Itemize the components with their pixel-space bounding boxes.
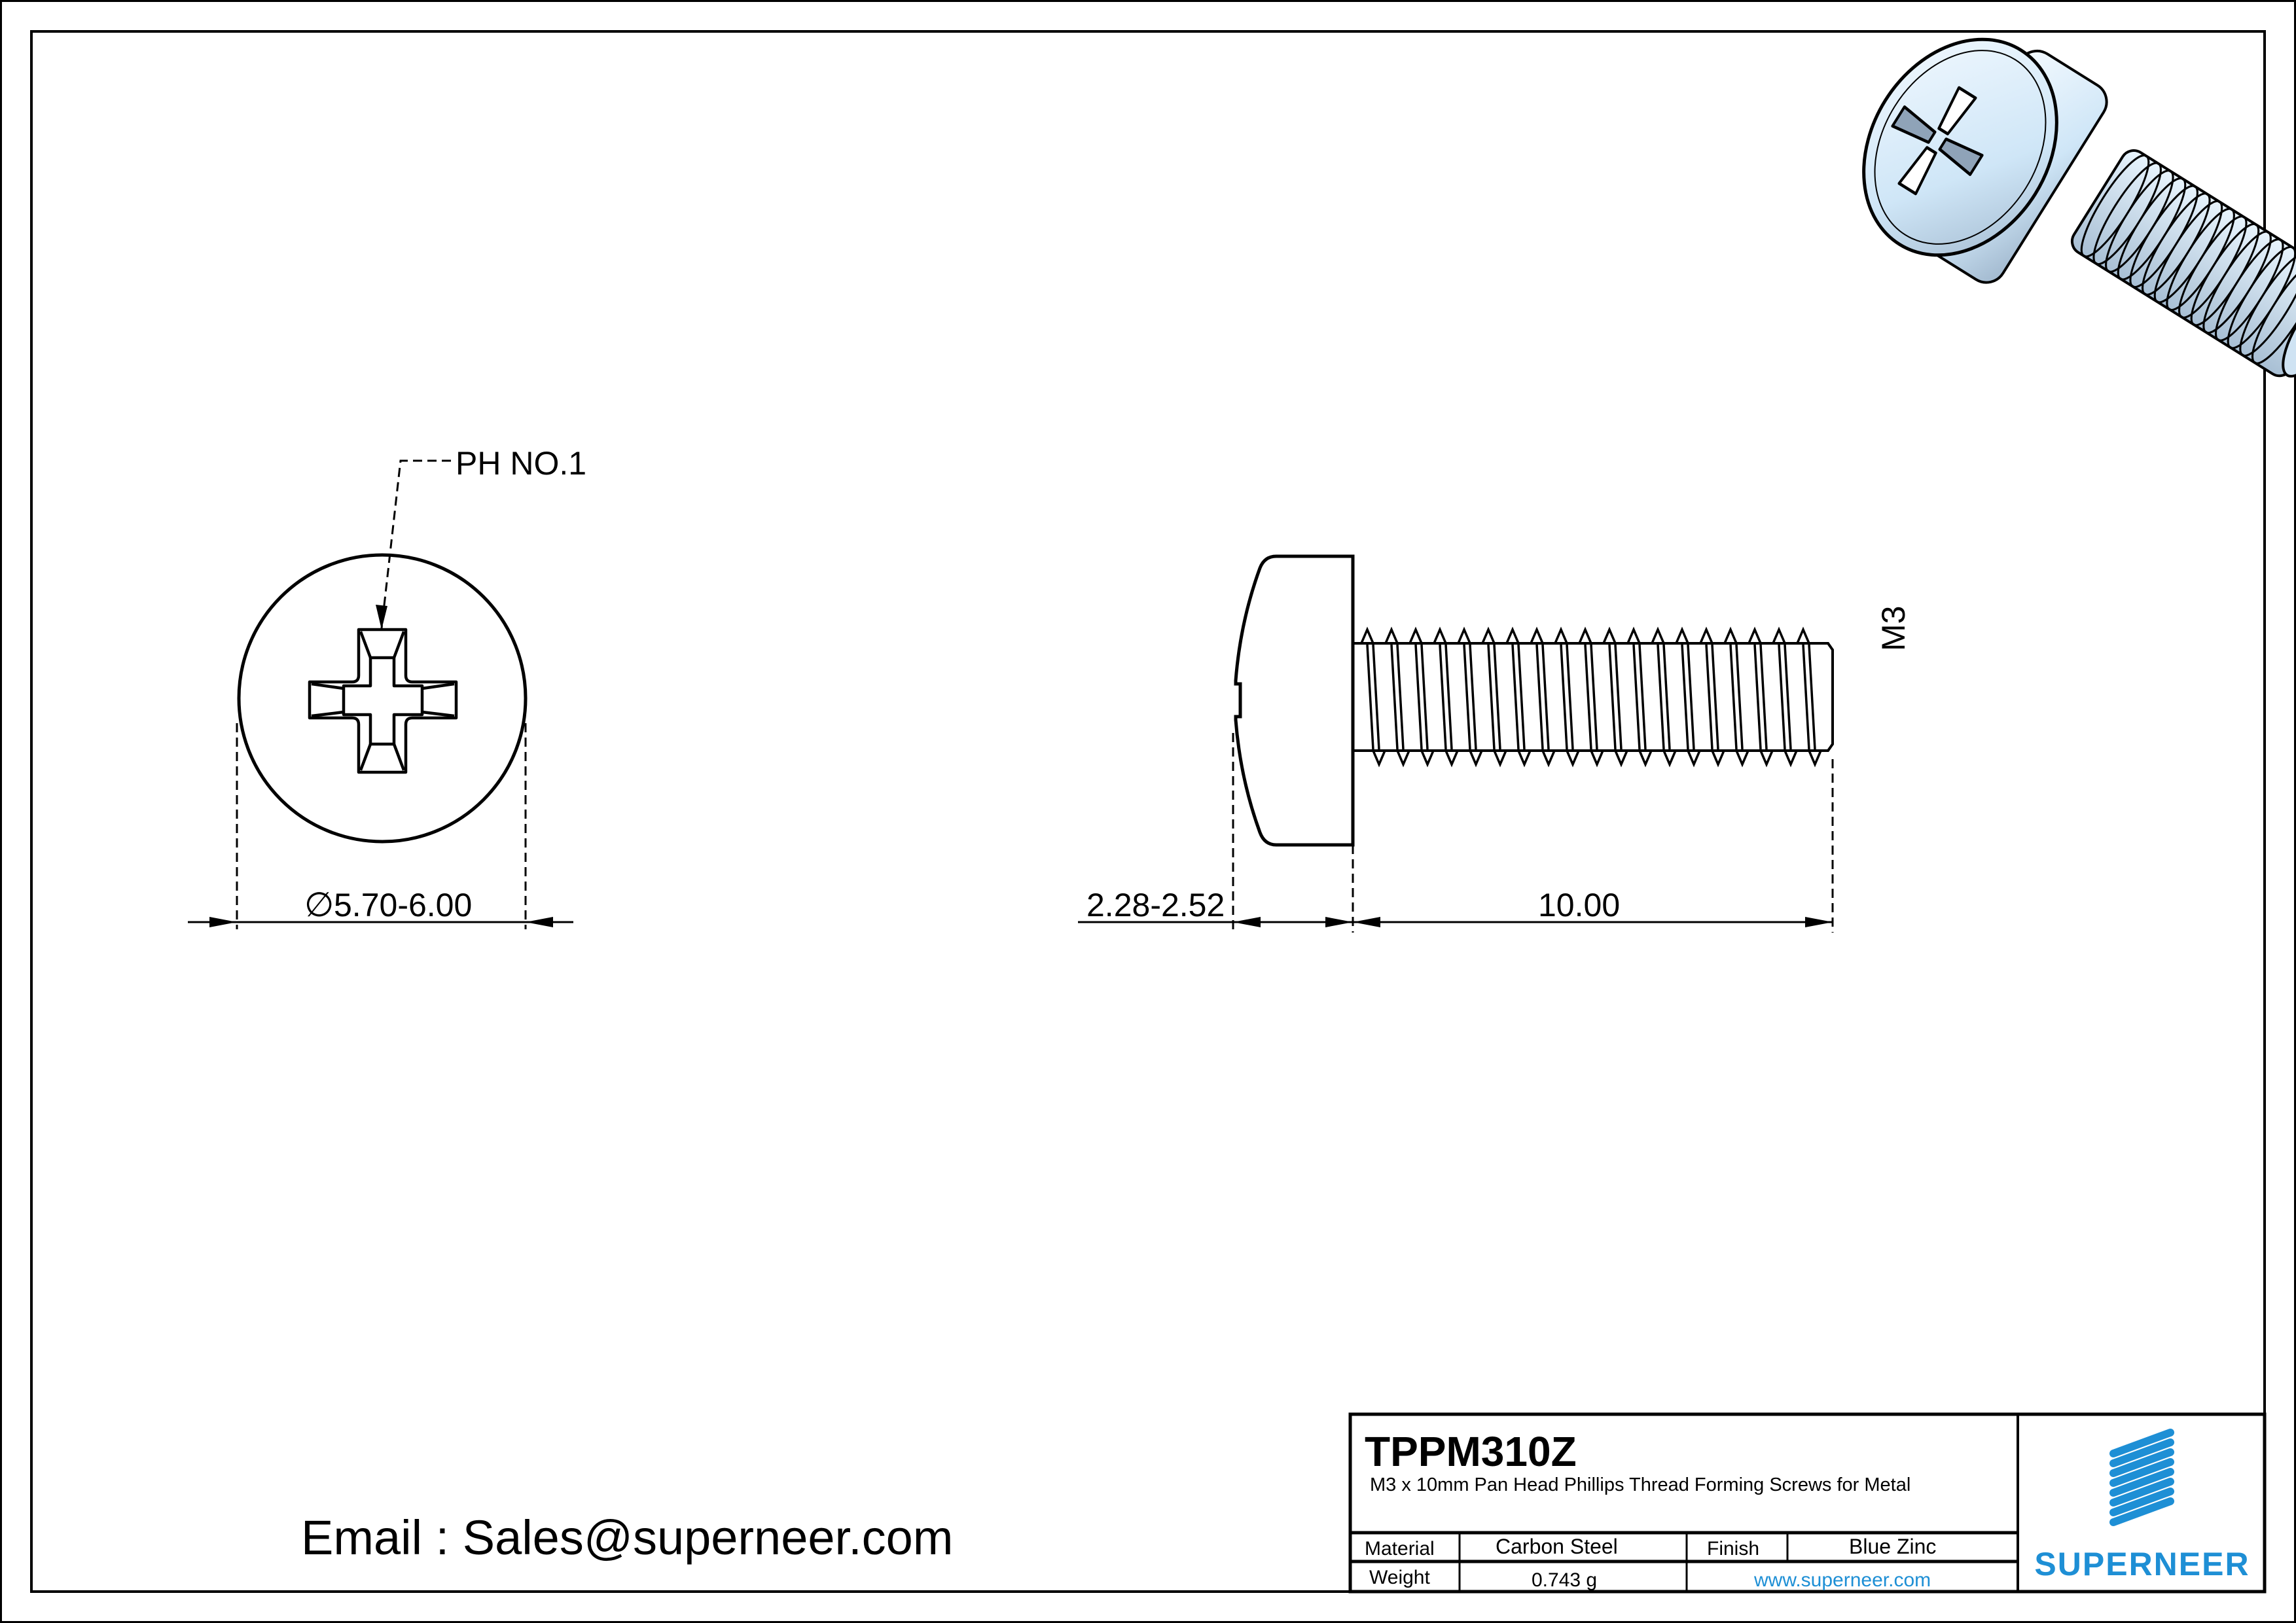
arrowhead-icon <box>526 917 553 927</box>
title-block: TPPM310Z M3 x 10mm Pan Head Phillips Thr… <box>1348 1412 2267 1594</box>
arrowhead-icon <box>1353 917 1380 927</box>
callout-leader <box>380 459 451 629</box>
iso-view-screw-image <box>1862 37 2296 378</box>
finish-label: Finish <box>1707 1538 1759 1560</box>
superneer-logo-icon <box>2109 1429 2174 1526</box>
weight-value: 0.743 g <box>1532 1569 1597 1591</box>
material-label: Material <box>1365 1538 1435 1560</box>
material-value: Carbon Steel <box>1496 1535 1618 1558</box>
head-profile <box>1234 554 1355 847</box>
diameter-dimension: 5.70-6.00 <box>334 887 472 923</box>
website-link[interactable]: www.superneer.com <box>1753 1569 1931 1591</box>
part-number: TPPM310Z <box>1365 1428 1577 1475</box>
head-height-dimension: 2.28-2.52 <box>1086 887 1225 923</box>
front-view: PH NO.1 ∅ 5.70-6.00 <box>188 445 586 929</box>
head-outline <box>237 553 528 844</box>
part-description: M3 x 10mm Pan Head Phillips Thread Formi… <box>1370 1474 1910 1495</box>
side-view: 2.28-2.52 10.00 M3 <box>1078 554 1912 933</box>
arrowhead-icon <box>209 917 237 927</box>
arrowhead-icon <box>1325 917 1353 927</box>
thread-size-label: M3 <box>1875 606 1912 651</box>
arrowhead-icon <box>1805 917 1833 927</box>
contact-email[interactable]: Email : Sales@superneer.com <box>301 1510 953 1565</box>
inner-border <box>30 30 2266 1593</box>
phillips-recess-icon <box>308 628 458 774</box>
callout-label: PH NO.1 <box>456 445 586 482</box>
phillips-recess-icon <box>1891 86 1984 196</box>
length-dimension: 10.00 <box>1538 887 1620 923</box>
weight-label: Weight <box>1369 1567 1430 1588</box>
arrowhead-icon <box>1233 917 1261 927</box>
screw-tip <box>1823 642 1834 752</box>
diameter-symbol-icon: ∅ <box>304 886 334 924</box>
arrowhead-icon <box>376 605 387 630</box>
logo-wordmark: SUPERNEER <box>2034 1546 2250 1582</box>
finish-value: Blue Zinc <box>1849 1535 1936 1558</box>
